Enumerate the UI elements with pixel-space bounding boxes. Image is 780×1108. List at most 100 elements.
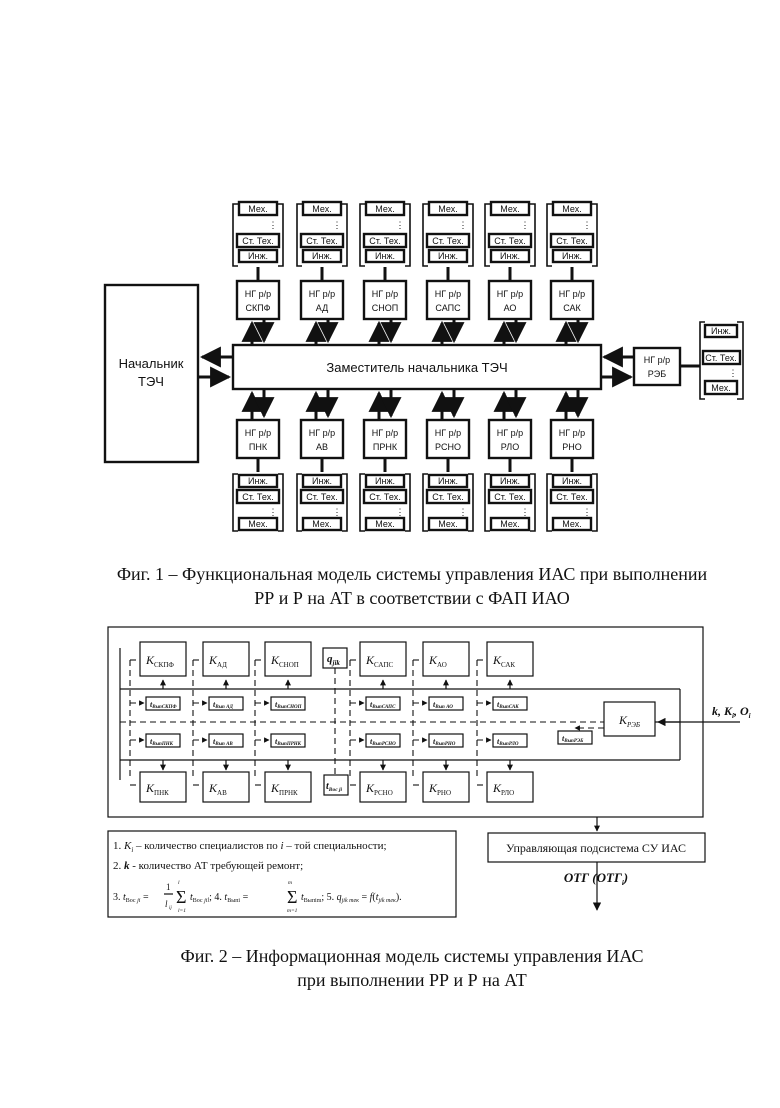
top-staff-dots-5: ⋮ xyxy=(583,220,592,230)
bottom-group-label1-5: НГ р/р xyxy=(559,428,585,438)
fig2-caption-line2: при выполнении РР и Р на АТ xyxy=(297,970,526,990)
top-group-box-2 xyxy=(364,281,406,319)
top-staff-dots-3: ⋮ xyxy=(459,220,468,230)
legend-line2: 2. k - количество АТ требующей ремонт; xyxy=(113,860,303,872)
bottom-staff-senior-tech-2: Ст. Тех. xyxy=(369,492,400,502)
k-reb-box xyxy=(604,702,655,736)
bottom-staff-dots-1: ⋮ xyxy=(333,507,342,517)
reb-group-box xyxy=(634,348,680,385)
bottom-group-label2-0: ПНК xyxy=(249,442,268,452)
top-group-box-3 xyxy=(427,281,469,319)
bottom-staff-engineer-2: Инж. xyxy=(375,476,395,486)
top-group-0: Мех.⋮ Ст. Тех. Инж. НГ р/рСКПФ xyxy=(233,202,283,345)
control-subsystem-label: Управляющая подсистема СУ ИАС xyxy=(506,841,686,855)
bottom-staff-engineer-0: Инж. xyxy=(248,476,268,486)
top-staff-dots-1: ⋮ xyxy=(333,220,342,230)
top-group-3: Мех.⋮Ст. Тех.Инж.НГ р/рСАПС xyxy=(423,202,473,345)
top-staff-dots-4: ⋮ xyxy=(521,220,530,230)
top-staff-senior-tech-2: Ст. Тех. xyxy=(369,236,400,246)
bottom-group-4: НГ р/рРЛОИнж.Ст. Тех.⋮Мех. xyxy=(485,389,535,531)
bottom-group-label2-4: РЛО xyxy=(501,442,519,452)
bottom-group-label1-1: НГ р/р xyxy=(309,428,335,438)
bottom-group-label2-2: ПРНК xyxy=(373,442,398,452)
fig2-information-model: KСКПФtВыпСКПФtВыпПНКKПНКKАДtВып АДtВып А… xyxy=(108,627,751,990)
bottom-staff-engineer-3: Инж. xyxy=(438,476,458,486)
fig1-caption-line2: РР и Р на АТ в соответствии с ФАП ИАО xyxy=(254,588,570,608)
bottom-staff-mech-3: Мех. xyxy=(438,519,457,529)
top-group-box-4 xyxy=(489,281,531,319)
bottom-staff-engineer-4: Инж. xyxy=(500,476,520,486)
chief-label-line1: Начальник xyxy=(119,356,184,371)
top-group-label1-2: НГ р/р xyxy=(372,289,398,299)
bottom-group-2: НГ р/рПРНК Инж. Ст. Тех. ⋮Мех. xyxy=(360,389,410,531)
top-staff-engineer-0: Инж. xyxy=(248,251,268,261)
svg-text:m: m xyxy=(288,880,292,886)
top-group-1: Мех.⋮ Ст. Тех. Инж. НГ р/рАД xyxy=(297,202,347,345)
top-staff-mech-0: Мех. xyxy=(248,204,267,214)
bottom-group-box-2 xyxy=(364,420,406,458)
top-group-label1-5: НГ р/р xyxy=(559,289,585,299)
top-group-4: Мех.⋮Ст. Тех.Инж.НГ р/рАО xyxy=(485,202,535,345)
reb-staff-mech: Мех. xyxy=(711,383,730,393)
top-staff-senior-tech-4: Ст. Тех. xyxy=(494,236,525,246)
bottom-staff-senior-tech-0: Ст. Тех. xyxy=(242,492,273,502)
bottom-group-box-4 xyxy=(489,420,531,458)
input-label: k, Ki, Oi xyxy=(712,704,751,720)
top-group-label2-1: АД xyxy=(316,303,328,313)
bottom-staff-senior-tech-5: Ст. Тех. xyxy=(556,492,587,502)
bottom-group-1: НГ р/рАВ Инж. Ст. Тех. ⋮Мех. xyxy=(297,389,347,531)
reb-staff-dots: ⋮ xyxy=(729,368,738,378)
bottom-staff-dots-5: ⋮ xyxy=(583,507,592,517)
top-staff-engineer-3: Инж. xyxy=(438,251,458,261)
bottom-staff-engineer-5: Инж. xyxy=(562,476,582,486)
bottom-staff-dots-3: ⋮ xyxy=(459,507,468,517)
bottom-staff-dots-0: ⋮ xyxy=(269,507,278,517)
svg-text:m=1: m=1 xyxy=(287,908,298,914)
reb-staff-engineer: Инж. xyxy=(711,326,731,336)
bottom-staff-mech-5: Мех. xyxy=(562,519,581,529)
bottom-staff-mech-0: Мех. xyxy=(248,519,267,529)
top-staff-engineer-2: Инж. xyxy=(375,251,395,261)
bottom-staff-mech-2: Мех. xyxy=(375,519,394,529)
bottom-group-label2-5: РНО xyxy=(562,442,582,452)
top-group-label2-2: СНОП xyxy=(372,303,398,313)
top-group-label1-3: НГ р/р xyxy=(435,289,461,299)
top-staff-dots-2: ⋮ xyxy=(396,220,405,230)
bottom-group-label1-3: НГ р/р xyxy=(435,428,461,438)
top-staff-mech-1: Мех. xyxy=(312,204,331,214)
bottom-staff-dots-4: ⋮ xyxy=(521,507,530,517)
top-staff-engineer-5: Инж. xyxy=(562,251,582,261)
bottom-staff-engineer-1: Инж. xyxy=(312,476,332,486)
top-group-label1-0: НГ р/р xyxy=(245,289,271,299)
deputy-label: Заместитель начальника ТЭЧ xyxy=(326,360,507,375)
bottom-staff-senior-tech-1: Ст. Тех. xyxy=(306,492,337,502)
bottom-group-5: НГ р/рРНО Инж. Ст. Тех. ⋮Мех. xyxy=(547,389,597,531)
bottom-staff-mech-1: Мех. xyxy=(312,519,331,529)
bottom-group-label2-3: РСНО xyxy=(435,442,461,452)
top-group-label1-4: НГ р/р xyxy=(497,289,523,299)
top-staff-senior-tech-0: Ст. Тех. xyxy=(242,236,273,246)
top-staff-senior-tech-1: Ст. Тех. xyxy=(306,236,337,246)
top-group-label2-4: АО xyxy=(504,303,517,313)
bottom-staff-dots-2: ⋮ xyxy=(396,507,405,517)
fig1-caption-line1: Фиг. 1 – Функциональная модель системы у… xyxy=(117,564,708,584)
top-staff-mech-3: Мех. xyxy=(438,204,457,214)
bottom-group-label1-2: НГ р/р xyxy=(372,428,398,438)
top-group-label2-0: СКПФ xyxy=(245,303,270,313)
top-group-5: Мех.⋮Ст. Тех.Инж.НГ р/рСАК xyxy=(547,202,597,345)
top-staff-dots-0: ⋮ xyxy=(269,220,278,230)
svg-text:l=1: l=1 xyxy=(178,908,186,914)
bottom-group-label1-4: НГ р/р xyxy=(497,428,523,438)
svg-text:1: 1 xyxy=(166,882,171,892)
top-staff-engineer-1: Инж. xyxy=(312,251,332,261)
bottom-group-label1-0: НГ р/р xyxy=(245,428,271,438)
top-group-box-5 xyxy=(551,281,593,319)
top-staff-senior-tech-3: Ст. Тех. xyxy=(432,236,463,246)
legend-line1: 1. Ki – количество специалистов по i – т… xyxy=(113,840,387,854)
top-group-label2-5: САК xyxy=(563,303,581,313)
bottom-group-label2-1: АВ xyxy=(316,442,328,452)
top-group-label1-1: НГ р/р xyxy=(309,289,335,299)
bottom-group-box-0 xyxy=(237,420,279,458)
bottom-group-box-5 xyxy=(551,420,593,458)
